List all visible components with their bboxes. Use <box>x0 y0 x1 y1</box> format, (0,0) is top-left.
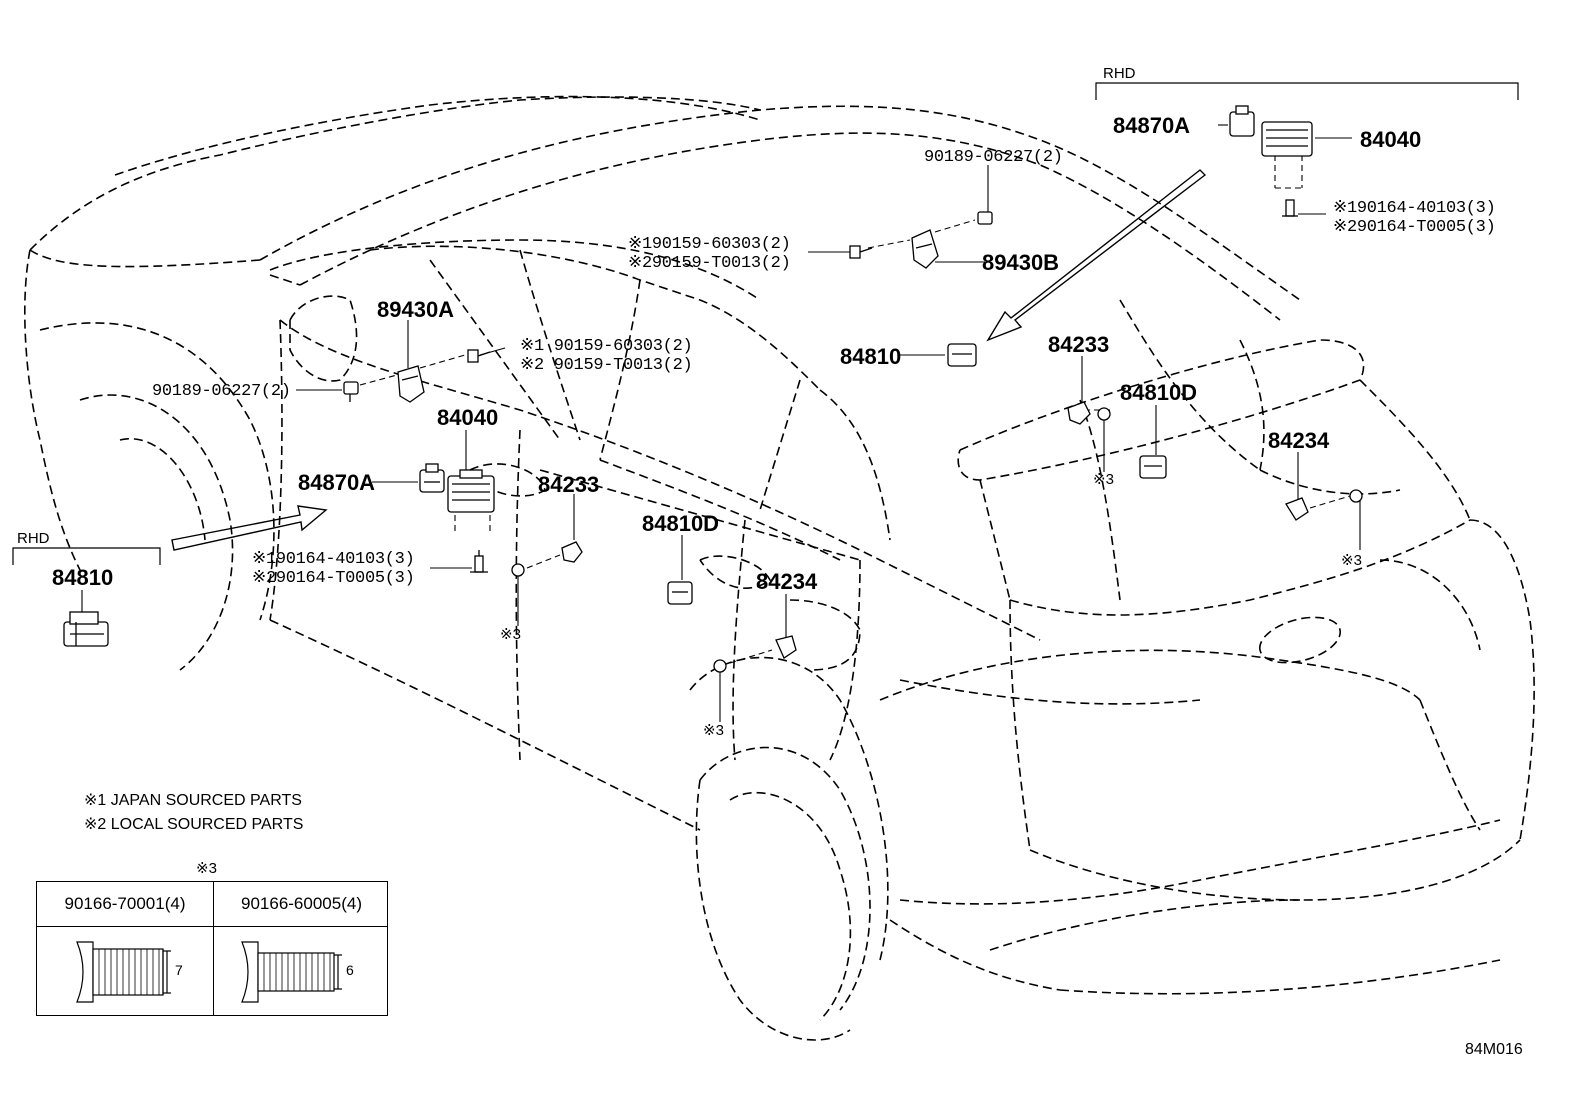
label-84810-right: 84810 <box>840 344 902 369</box>
part-84810D-right <box>1139 455 1167 479</box>
part-84233-right <box>1067 401 1111 425</box>
label-89430B: 89430B <box>982 250 1060 275</box>
label-84810-left: 84810 <box>52 565 114 590</box>
label-84810D-left: 84810D <box>642 511 720 536</box>
label-90164-left-2: ※290164-T0005(3) <box>252 569 415 588</box>
label-84233-left: 84233 <box>538 472 600 497</box>
table-cell-clip-7: 7 <box>37 927 213 1017</box>
indicator-arrows <box>171 169 1207 551</box>
part-84810-left <box>63 611 109 647</box>
part-84810-right <box>947 343 977 367</box>
table-cell-clip-6: 6 <box>214 927 389 1017</box>
label-90159-right-1: ※190159-60303(2) <box>628 235 791 254</box>
note-japan-sourced: ※1 JAPAN SOURCED PARTS <box>84 792 302 809</box>
part-84040-left <box>447 469 495 513</box>
clip-icon <box>76 941 171 1003</box>
bolt-90189-left <box>343 381 359 402</box>
label-89430A: 89430A <box>377 297 455 322</box>
label-s3-a: ※3 <box>500 627 521 644</box>
label-s3-c: ※3 <box>1093 472 1114 489</box>
fastener-table: 90166-70001(4) 90166-60005(4) 7 <box>36 881 388 1016</box>
label-90164-right-1: ※190164-40103(3) <box>1333 199 1496 218</box>
diagram-code: 84M016 <box>1465 1041 1523 1058</box>
label-90164-left-1: ※190164-40103(3) <box>252 550 415 569</box>
bolt-90189-right <box>977 211 993 225</box>
note-local-sourced: ※2 LOCAL SOURCED PARTS <box>84 816 304 833</box>
rhd-label-right: RHD <box>1103 65 1136 82</box>
bolt-90159-right <box>849 245 873 259</box>
label-90164-right-2: ※290164-T0005(3) <box>1333 218 1496 237</box>
label-s3-d: ※3 <box>1341 553 1362 570</box>
part-84810D-left <box>667 581 693 605</box>
part-84234-left <box>713 635 797 673</box>
clip-icon <box>241 941 342 1003</box>
label-90159-right-2: ※290159-T0013(2) <box>628 254 791 273</box>
dim-7: 7 <box>175 962 183 978</box>
table-header-90166-60005: 90166-60005(4) <box>241 894 362 913</box>
label-84870A-left: 84870A <box>298 470 376 495</box>
part-84234-right <box>1285 489 1363 521</box>
bolt-90159-left <box>467 349 491 363</box>
label-84040-right: 84040 <box>1360 127 1422 152</box>
car-body-outline <box>23 95 1535 1041</box>
dim-6: 6 <box>346 962 354 978</box>
rhd-label-left: RHD <box>17 530 50 547</box>
part-84870A-right <box>1229 105 1255 137</box>
label-84234-left: 84234 <box>756 569 818 594</box>
label-90159-left-1: ※1 90159-60303(2) <box>520 337 693 356</box>
part-89430B <box>911 229 939 269</box>
part-84040-right <box>1261 121 1313 157</box>
label-84870A-right: 84870A <box>1113 113 1191 138</box>
label-84234-right: 84234 <box>1268 428 1330 453</box>
label-90189-left: 90189-06227(2) <box>152 382 291 401</box>
table-marker: ※3 <box>196 860 217 877</box>
part-89430A <box>397 365 425 403</box>
part-84233-left <box>511 541 583 577</box>
label-84810D-right: 84810D <box>1120 380 1198 405</box>
screw-90164-right <box>1282 199 1298 217</box>
leader-lines <box>81 124 1361 722</box>
table-header-90166-70001: 90166-70001(4) <box>64 894 186 913</box>
rhd-brackets <box>12 82 1519 565</box>
label-90189-right: 90189-06227(2) <box>924 148 1063 167</box>
label-s3-b: ※3 <box>703 723 724 740</box>
label-90159-left-2: ※2 90159-T0013(2) <box>520 356 693 375</box>
part-84870A-left <box>419 463 445 493</box>
label-84233-right: 84233 <box>1048 332 1110 357</box>
screw-90164-left <box>470 550 488 573</box>
part-shapes <box>63 105 1363 673</box>
label-84040-left: 84040 <box>437 405 499 430</box>
